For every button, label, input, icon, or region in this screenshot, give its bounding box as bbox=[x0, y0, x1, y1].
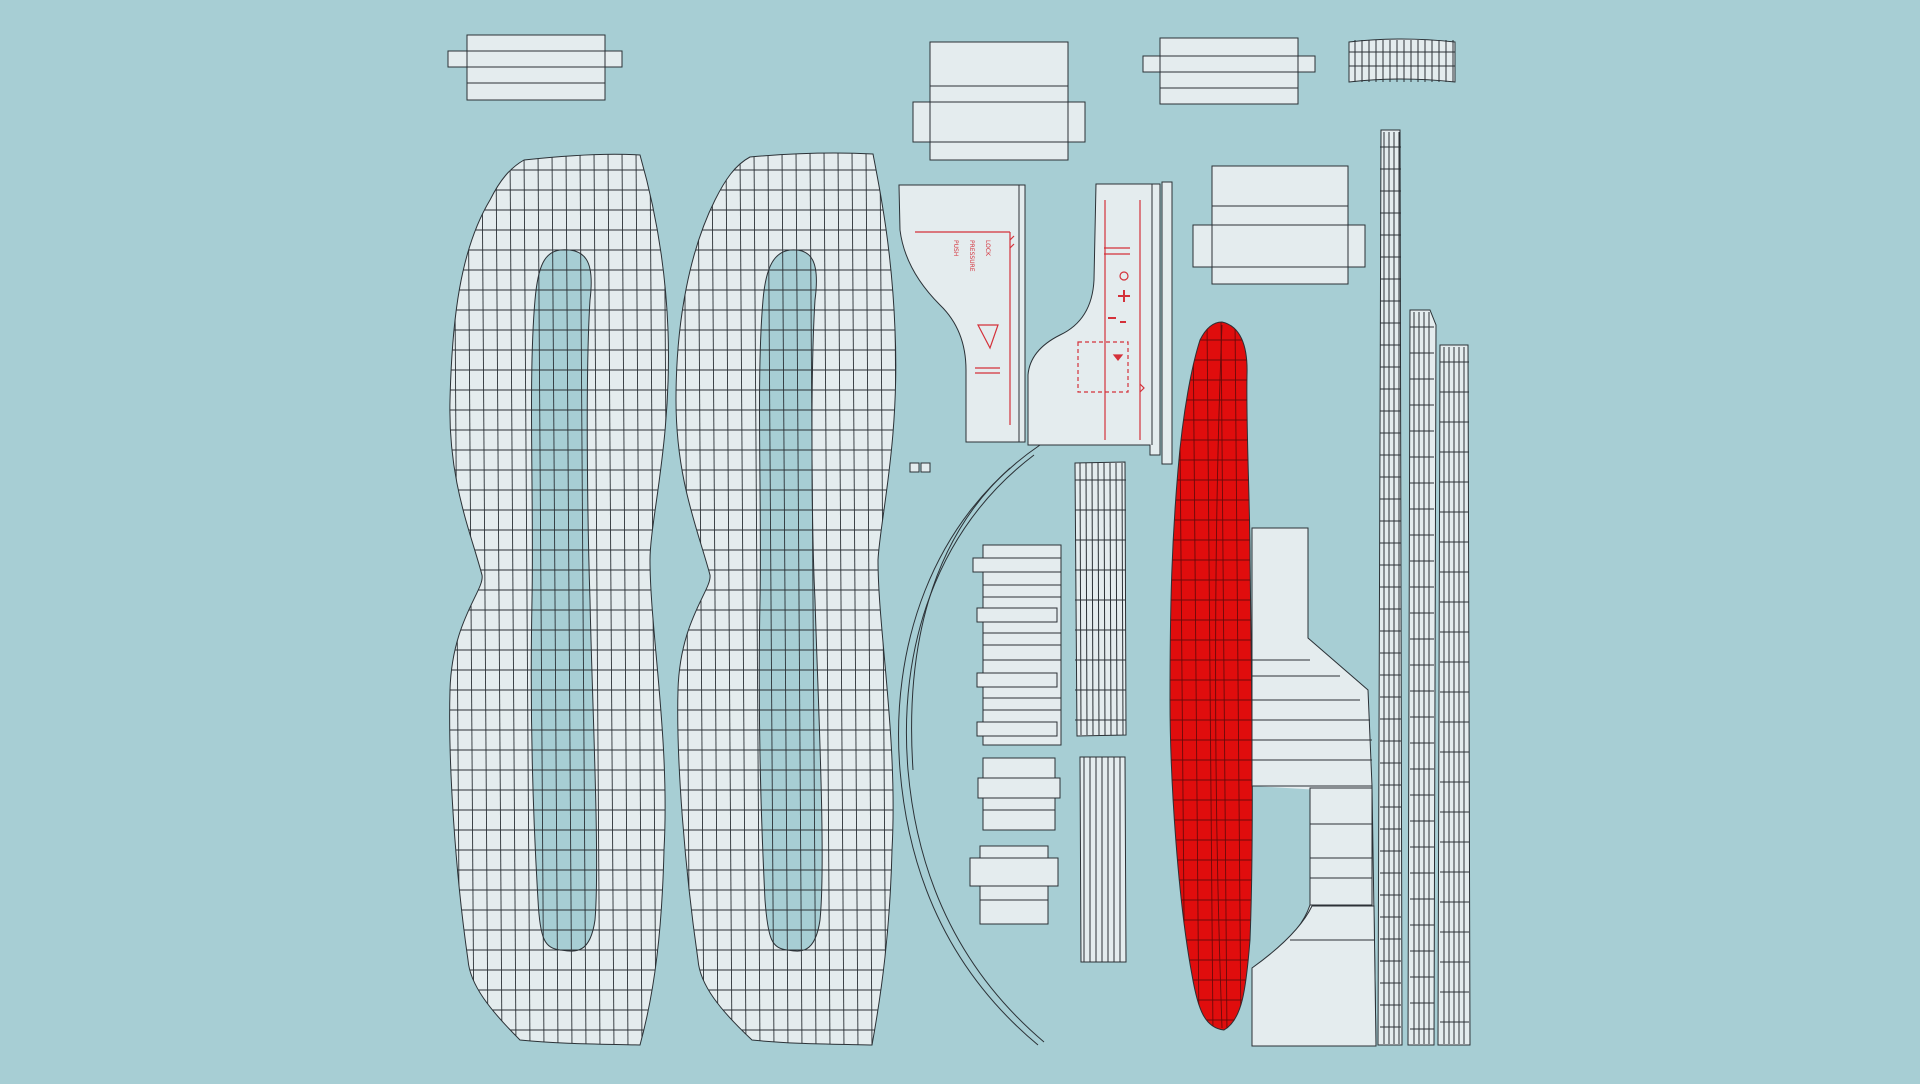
wire-col bbox=[1206, 322, 1214, 1030]
decal-lock-text: LOCK bbox=[984, 240, 991, 257]
uv-island-top-center-box[interactable] bbox=[912, 41, 1086, 161]
wire-col bbox=[739, 153, 747, 1045]
wire-col bbox=[893, 153, 896, 1045]
decal-graphics bbox=[915, 200, 1145, 440]
wire-col bbox=[481, 154, 489, 1046]
wire-col bbox=[509, 154, 517, 1046]
wire-col bbox=[678, 150, 684, 1050]
uv-island-right-middle-box[interactable] bbox=[1192, 165, 1366, 285]
wire-col bbox=[593, 154, 601, 1046]
uv-island-curved-strip[interactable] bbox=[898, 444, 1045, 1046]
uv-island-top-right-box[interactable] bbox=[1142, 37, 1316, 105]
wire-col bbox=[579, 154, 587, 1046]
decal-pressure-text: PRESSURE bbox=[968, 240, 975, 272]
wire-col bbox=[537, 154, 545, 1046]
red-selected-uv-island[interactable] bbox=[1165, 320, 1256, 1035]
wire-col bbox=[711, 153, 719, 1045]
wire-col bbox=[865, 153, 873, 1045]
wire-col bbox=[676, 153, 677, 1045]
uv-island-decal-panel-left[interactable] bbox=[898, 184, 1026, 443]
wire-col bbox=[753, 153, 761, 1045]
decal-text: LOCK PRESSURE PUSH bbox=[952, 240, 991, 272]
wire-col bbox=[621, 154, 629, 1046]
wire-col bbox=[1220, 322, 1228, 1030]
uv-island-left-loop[interactable] bbox=[440, 150, 684, 1050]
wire-col bbox=[440, 150, 446, 1050]
wire-col bbox=[851, 153, 859, 1045]
wire-col bbox=[635, 154, 643, 1046]
wire-col bbox=[523, 154, 531, 1046]
wire-col bbox=[781, 153, 789, 1045]
wire-col bbox=[495, 154, 503, 1046]
wire-col bbox=[725, 153, 733, 1045]
uv-island-strip-bundle-lower[interactable] bbox=[1079, 756, 1127, 963]
uv-island-large-L[interactable] bbox=[1251, 527, 1377, 1047]
wire-col bbox=[607, 154, 615, 1046]
decal-push-text: PUSH bbox=[952, 240, 959, 256]
wire-col bbox=[1234, 322, 1242, 1030]
wire-col bbox=[795, 153, 803, 1045]
uv-island-long-strip-1[interactable] bbox=[1377, 129, 1403, 1046]
wire-col bbox=[823, 153, 831, 1045]
wire-col bbox=[565, 154, 573, 1046]
wire-col bbox=[767, 153, 775, 1045]
uv-island-long-strip-2[interactable] bbox=[1407, 309, 1437, 1046]
wire-col bbox=[663, 154, 669, 1046]
wire-col bbox=[837, 153, 845, 1045]
wire-col bbox=[551, 154, 559, 1046]
uv-island-ribbed-strip[interactable] bbox=[1348, 38, 1456, 83]
uv-island-stacked-rects[interactable] bbox=[969, 544, 1062, 925]
uv-island-top-left-strip[interactable] bbox=[447, 34, 623, 101]
uv-island-tiny-pieces[interactable] bbox=[909, 462, 931, 473]
wire-col bbox=[809, 153, 817, 1045]
wire-col bbox=[1215, 324, 1223, 1029]
uv-island-long-strip-3[interactable] bbox=[1437, 344, 1471, 1046]
wire-col bbox=[453, 154, 461, 1046]
uv-island-center-loop[interactable] bbox=[670, 150, 905, 1050]
wire-col bbox=[1192, 322, 1200, 1030]
uv-island-strip-bundle-upper[interactable] bbox=[1074, 461, 1127, 737]
uv-island-decal-panel-right[interactable] bbox=[1027, 181, 1173, 465]
